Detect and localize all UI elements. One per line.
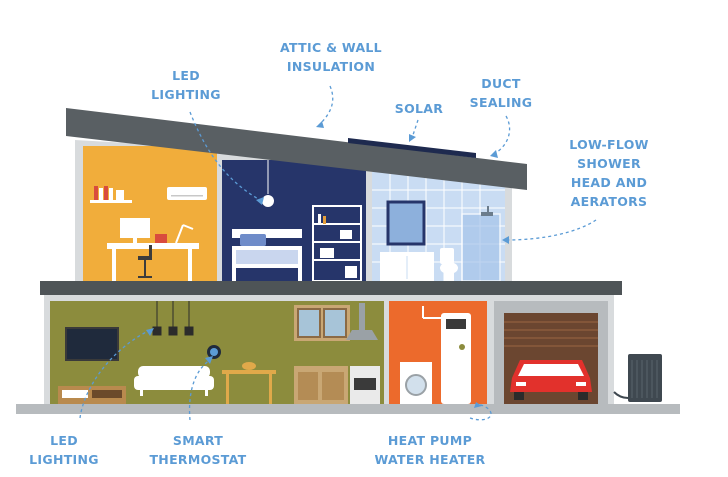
label-line: THERMOSTAT	[149, 452, 247, 467]
label-line: ATTIC & WALL	[280, 40, 382, 55]
sofa	[134, 366, 214, 396]
arrowheads	[146, 121, 509, 408]
ground-strip	[16, 404, 680, 414]
solar-panel	[348, 138, 476, 158]
office-room	[83, 146, 217, 281]
label-led-lighting-top: LED LIGHTING	[148, 66, 224, 104]
callout-arrows	[79, 85, 597, 421]
label-line: HEAD AND	[570, 175, 648, 190]
arrow-duct	[493, 115, 511, 155]
label-line: LED	[50, 433, 78, 448]
roof	[66, 108, 527, 190]
arrow-led-top	[189, 111, 261, 201]
office-shelf	[90, 186, 132, 203]
floor-slab	[40, 281, 622, 295]
heat-pump-water-heater	[441, 313, 471, 404]
kitchen	[294, 303, 380, 404]
bed	[232, 229, 302, 281]
bedroom-pendant-light	[262, 195, 274, 207]
label-line: INSULATION	[286, 59, 376, 74]
side-table	[222, 362, 276, 404]
office-chair	[138, 245, 152, 278]
car	[510, 360, 592, 400]
arrow-thermostat	[188, 359, 211, 421]
label-line: LOW-FLOW	[569, 137, 649, 152]
pendant-lights	[152, 301, 194, 336]
bookshelf	[312, 205, 362, 282]
tv-console	[58, 386, 126, 404]
label-heat-pump-water-heater: HEAT PUMP WATER HEATER	[374, 431, 486, 469]
shower-enclosure	[461, 213, 501, 282]
label-led-lighting-bottom: LED LIGHTING	[26, 431, 102, 469]
label-line: SHOWER	[577, 156, 641, 171]
label-line: HEAT PUMP	[387, 433, 473, 448]
label-low-flow: LOW-FLOW SHOWER HEAD AND AERATORS	[560, 135, 658, 211]
label-line: SEALING	[469, 95, 533, 110]
arrow-heat-pump	[469, 403, 492, 421]
outdoor-hvac-unit	[613, 354, 662, 402]
label-line: LIGHTING	[151, 87, 221, 102]
tv	[65, 327, 119, 361]
label-line: WATER HEATER	[374, 452, 486, 467]
label-line: SOLAR	[394, 101, 444, 116]
label-line: DUCT	[481, 76, 521, 91]
label-line: LIGHTING	[29, 452, 99, 467]
label-solar: SOLAR	[388, 99, 450, 118]
label-line: LED	[172, 68, 200, 83]
label-duct-sealing: DUCT SEALING	[465, 74, 537, 112]
thermostat	[207, 345, 221, 359]
bathroom-mirror	[386, 200, 426, 246]
label-line: SMART	[172, 433, 224, 448]
shower-head	[481, 212, 493, 216]
arrow-attic	[319, 85, 334, 125]
office-desk	[107, 218, 199, 281]
arrow-low-flow	[505, 219, 597, 241]
office-ac-unit	[167, 187, 207, 200]
arrow-solar	[411, 119, 419, 139]
label-attic-wall-insulation: ATTIC & WALL INSULATION	[277, 38, 385, 76]
toilet	[440, 248, 454, 264]
label-line: AERATORS	[570, 194, 648, 209]
label-smart-thermostat: SMART THERMOSTAT	[148, 431, 248, 469]
garage-door-slats	[504, 321, 598, 347]
